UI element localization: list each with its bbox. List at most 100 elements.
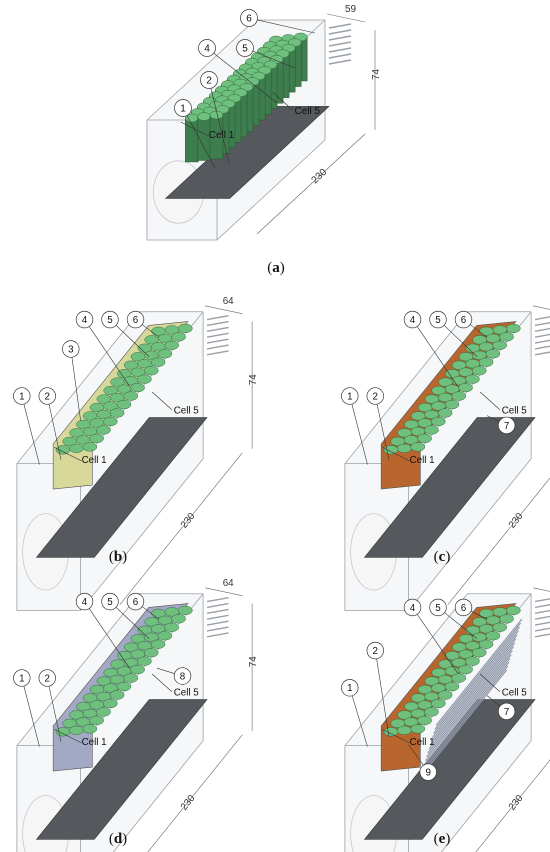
callout-circle bbox=[38, 669, 56, 687]
base-plate bbox=[164, 106, 330, 199]
label-close: ) bbox=[445, 549, 450, 565]
cell-top bbox=[171, 332, 186, 342]
leader-line bbox=[349, 687, 368, 747]
cell-top bbox=[130, 383, 145, 393]
callout-circle bbox=[126, 592, 145, 611]
base-plate bbox=[363, 699, 536, 840]
callout-3: 3 bbox=[62, 340, 81, 421]
grille-slat bbox=[328, 53, 352, 59]
leader-line bbox=[109, 601, 150, 640]
callout-number: 6 bbox=[133, 315, 139, 326]
fin bbox=[422, 661, 510, 770]
fin bbox=[430, 634, 518, 742]
cell-top bbox=[499, 332, 514, 342]
cell-top bbox=[424, 425, 439, 435]
dimension-height: 74 bbox=[248, 321, 259, 449]
callout-6: 6 bbox=[454, 310, 488, 338]
cell-5-text: Cell 5 bbox=[502, 406, 528, 417]
fin bbox=[429, 638, 517, 746]
leader-line bbox=[412, 607, 458, 674]
callout-circle bbox=[75, 592, 94, 611]
callout-4: 4 bbox=[198, 39, 278, 104]
callout-circle bbox=[240, 9, 258, 27]
base-plate bbox=[363, 417, 536, 558]
leader-line bbox=[272, 91, 293, 111]
leader-line bbox=[437, 319, 478, 358]
cell-top bbox=[417, 433, 432, 444]
callout-number: 4 bbox=[410, 315, 416, 326]
grille-slat bbox=[206, 344, 229, 350]
cell-top bbox=[82, 442, 98, 452]
panel-label-b: (b) bbox=[109, 549, 127, 565]
cell-array bbox=[55, 605, 193, 737]
callout-5: 5 bbox=[101, 310, 150, 358]
cell-top bbox=[69, 443, 84, 453]
dim-height-value: 74 bbox=[371, 68, 382, 80]
cell-top bbox=[178, 323, 193, 333]
callout-7: 7 bbox=[486, 415, 516, 435]
label-letter: c bbox=[439, 549, 446, 565]
callout-8: 8 bbox=[156, 667, 192, 685]
grille-slat bbox=[534, 333, 550, 338]
leader-line bbox=[182, 107, 216, 169]
cell-top bbox=[444, 399, 460, 410]
callout-1: 1 bbox=[174, 99, 216, 169]
dim-line bbox=[256, 133, 366, 235]
fin bbox=[420, 669, 507, 777]
grille-slat bbox=[206, 332, 229, 338]
leader-line bbox=[70, 348, 81, 421]
label-letter: d bbox=[114, 831, 123, 847]
callout-1: 1 bbox=[341, 679, 368, 747]
label-close: ) bbox=[122, 549, 127, 565]
cell-top bbox=[492, 340, 507, 350]
callout-circle bbox=[419, 763, 437, 781]
panel-label-c: (c) bbox=[434, 549, 451, 565]
cell-top bbox=[410, 442, 426, 452]
callout-number: 6 bbox=[461, 603, 467, 614]
callout-2: 2 bbox=[38, 387, 62, 460]
leader-line bbox=[21, 677, 40, 747]
dimension-width: 64 bbox=[532, 587, 550, 592]
outlet-grille bbox=[534, 598, 550, 638]
callout-number: 1 bbox=[180, 104, 186, 115]
grille-slat bbox=[206, 602, 229, 609]
grille-slat bbox=[534, 604, 550, 609]
grille-slat bbox=[206, 614, 229, 620]
leader-line bbox=[374, 650, 390, 737]
outlet-grille bbox=[328, 23, 352, 65]
callout-circle bbox=[403, 598, 422, 617]
dim-line bbox=[532, 305, 550, 310]
grille-slat bbox=[534, 322, 550, 327]
fin bbox=[435, 618, 523, 726]
cell-top bbox=[164, 340, 179, 350]
grille-slat bbox=[206, 608, 229, 614]
callout-1: 1 bbox=[341, 387, 368, 465]
dimension-width: 64 bbox=[204, 296, 243, 314]
cell-top bbox=[444, 681, 460, 692]
callout-4: 4 bbox=[75, 592, 130, 669]
callout-circle bbox=[366, 387, 384, 405]
cell-1-text: Cell 1 bbox=[410, 455, 435, 466]
dimension-width: 64 bbox=[532, 305, 550, 310]
cell-top bbox=[157, 349, 173, 359]
cell-top bbox=[397, 443, 412, 453]
cell-top bbox=[171, 614, 186, 624]
cell-array bbox=[185, 32, 308, 163]
label-letter: a bbox=[272, 260, 280, 276]
callout-number: 7 bbox=[504, 707, 509, 718]
cell-top bbox=[123, 673, 139, 683]
cell-top bbox=[437, 690, 453, 700]
cell-top bbox=[499, 614, 514, 624]
grille-slat bbox=[534, 598, 550, 603]
callout-6: 6 bbox=[240, 9, 316, 34]
grille-slat bbox=[206, 620, 229, 626]
fin bbox=[433, 626, 520, 734]
cell-top bbox=[506, 605, 521, 615]
callout-2: 2 bbox=[38, 669, 62, 742]
callout-number: 2 bbox=[373, 391, 378, 402]
leader-line bbox=[151, 391, 172, 410]
callout-number: 1 bbox=[19, 391, 24, 402]
